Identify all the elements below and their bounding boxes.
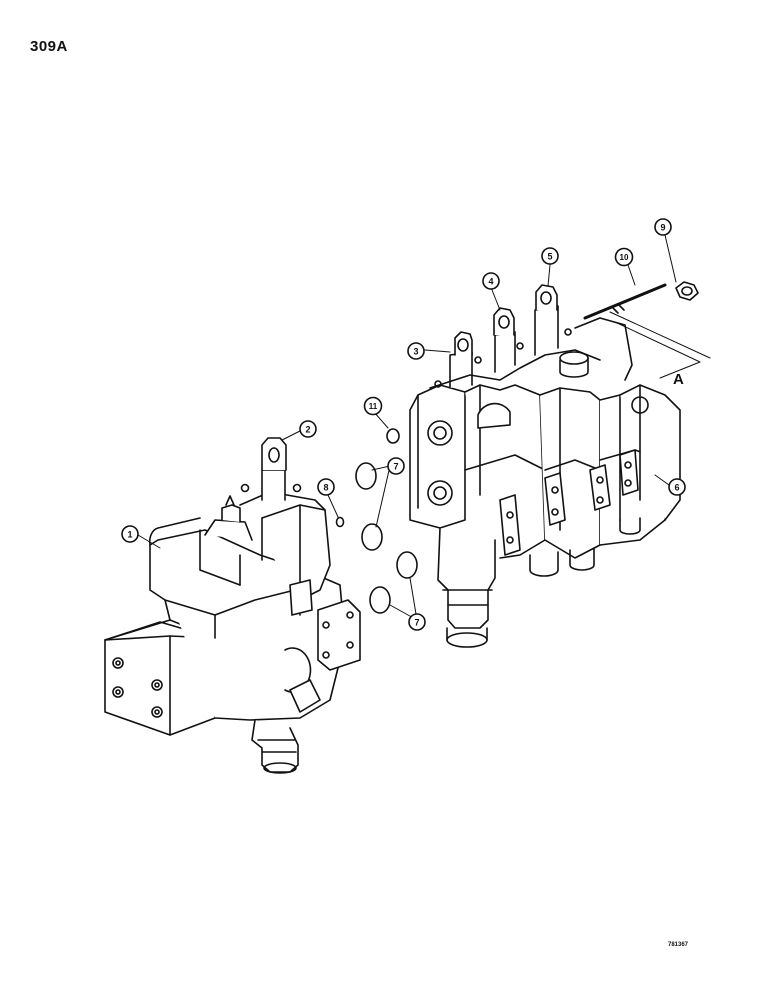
- right-valve-bank: [409, 281, 711, 648]
- seal-11: [386, 428, 400, 444]
- svg-text:9: 9: [660, 223, 665, 233]
- callout-2: 2: [299, 420, 317, 438]
- svg-text:6: 6: [674, 483, 679, 493]
- o-ring-bottom: [369, 586, 391, 614]
- callout-6: 6: [668, 478, 686, 496]
- callout-9: 9: [654, 218, 672, 236]
- callout-5: 5: [541, 247, 559, 265]
- svg-text:1: 1: [127, 530, 132, 540]
- svg-text:11: 11: [369, 402, 378, 411]
- callout-8: 8: [317, 478, 335, 496]
- callout-11: 11: [363, 396, 383, 416]
- o-ring-top: [355, 462, 377, 490]
- small-seal-8: [335, 516, 345, 528]
- svg-text:5: 5: [547, 252, 552, 262]
- svg-text:7: 7: [393, 462, 398, 472]
- callout-10: 10: [614, 247, 634, 267]
- section-label-a: A: [673, 371, 684, 388]
- left-valve-assembly: [104, 437, 361, 774]
- callout-1: 1: [121, 525, 139, 543]
- svg-text:2: 2: [305, 425, 310, 435]
- svg-text:10: 10: [620, 253, 629, 262]
- callouts: 1 2 3 4 5 6 7 7 8 9 10 11: [121, 218, 686, 631]
- svg-text:3: 3: [413, 347, 418, 357]
- o-rings: [335, 428, 418, 614]
- callout-3: 3: [407, 342, 425, 360]
- callout-4: 4: [482, 272, 500, 290]
- svg-text:8: 8: [323, 483, 328, 493]
- reference-code: 781367: [668, 942, 689, 948]
- page-number: 309A: [30, 38, 68, 55]
- svg-text:4: 4: [488, 277, 493, 287]
- callout-7b: 7: [408, 613, 426, 631]
- o-ring-right: [396, 551, 418, 579]
- callout-7a: 7: [387, 457, 405, 475]
- o-ring-middle: [361, 523, 383, 551]
- svg-text:7: 7: [414, 618, 419, 628]
